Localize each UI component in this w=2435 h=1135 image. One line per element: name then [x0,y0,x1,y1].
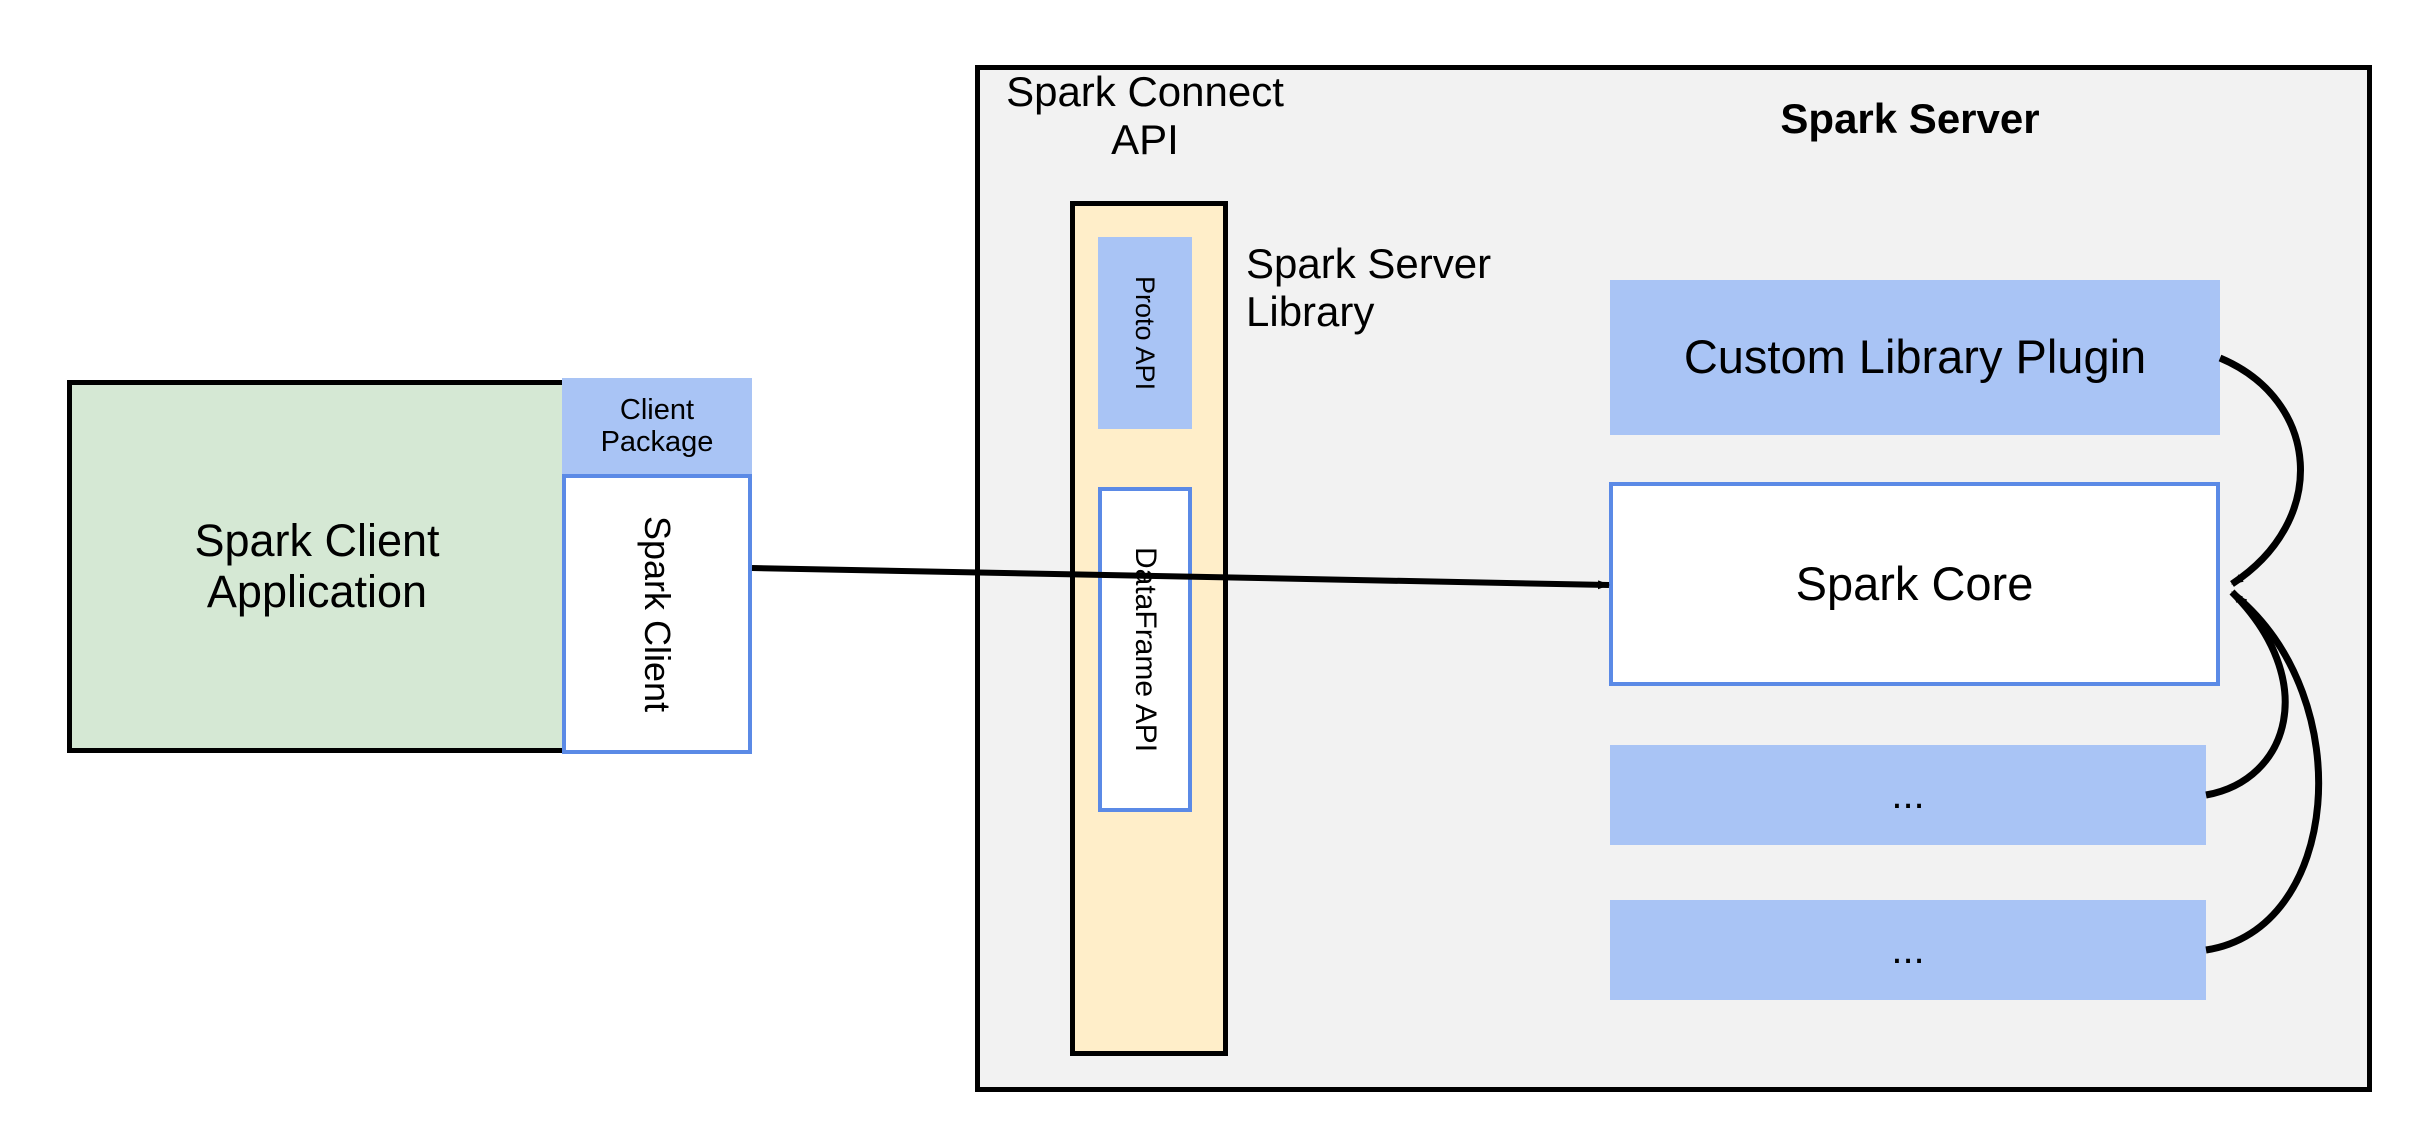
spark-client-application-box: Spark Client Application [67,380,567,753]
client-package-box: Client Package [562,378,752,474]
proto-api-label: Proto API [1130,275,1161,391]
custom-library-plugin-box: Custom Library Plugin [1610,280,2220,435]
spark-server-title: Spark Server [1780,95,2040,142]
dataframe-api-label: DataFrame API [1128,546,1162,753]
spark-client-label: Spark Client [637,515,679,713]
spark-core-box: Spark Core [1609,482,2220,686]
ellipsis-box-2: ... [1610,900,2206,1000]
spark-client-box: Spark Client [562,474,752,754]
ellipsis-box-1: ... [1610,745,2206,845]
spark-server-library-label: Spark Server Library [1246,240,1492,335]
spark-connect-api-label: Spark Connect API [1006,68,1284,163]
dataframe-api-box: DataFrame API [1098,487,1192,812]
proto-api-box: Proto API [1098,237,1192,429]
